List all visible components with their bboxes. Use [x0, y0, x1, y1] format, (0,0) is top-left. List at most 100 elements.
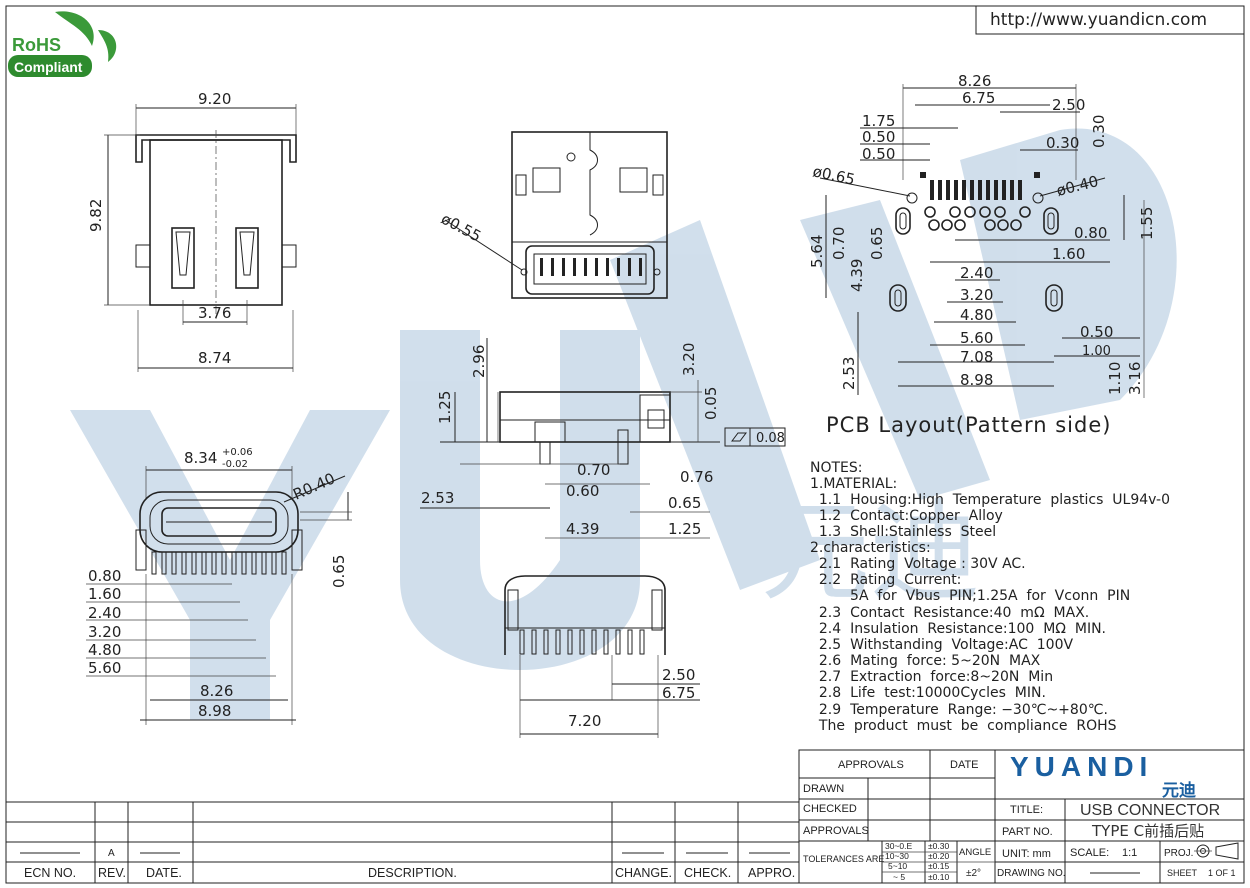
- pcb-dim-898: 8.98: [960, 371, 993, 389]
- note-line: 5A for Vbus PIN;1.25A for Vconn PIN: [810, 588, 1130, 604]
- watermark: 元迪: [70, 128, 1177, 720]
- col-description: DESCRIPTION.: [368, 866, 457, 880]
- dim-834: 8.34: [184, 449, 217, 467]
- tb-angle-value: ±2°: [966, 868, 981, 879]
- note-line: 2.characteristics:: [810, 540, 931, 556]
- bottom-view: 2.50 6.75 7.20: [504, 575, 700, 738]
- note-line: 1.1 Housing:High Temperature plastics UL…: [810, 492, 1170, 508]
- sheet-border: [5, 5, 1245, 884]
- url-text[interactable]: http://www.yuandicn.com: [990, 10, 1207, 30]
- col-rev: REV.: [98, 866, 126, 880]
- company-name-cn: 元迪: [1162, 780, 1196, 801]
- pcb-dim-100: 1.00: [1082, 344, 1111, 359]
- dim-982: 9.82: [87, 199, 105, 232]
- tb-angle: ANGLE: [959, 847, 991, 858]
- tb-part-label: PART NO.: [1002, 826, 1053, 838]
- tb-tol-range: 5~10: [888, 861, 907, 871]
- tb-sheet: SHEET: [1167, 868, 1198, 878]
- col-ecn: ECN NO.: [24, 866, 76, 880]
- company-name: YUANDI: [1010, 751, 1153, 782]
- rohs-title: RoHS: [12, 35, 61, 55]
- dim-side-125b: 1.25: [668, 520, 701, 538]
- pcb-dim-050: 0.50: [1080, 323, 1113, 341]
- top-view-contacts: [540, 258, 642, 276]
- tb-tol-value: ±0.30: [928, 841, 949, 851]
- pcb-dim-320: 3.20: [960, 286, 993, 304]
- tb-tol-value: ±0.20: [928, 851, 949, 861]
- url-box: [975, 5, 1245, 35]
- tb-sheet-value: 1 OF 1: [1208, 868, 1236, 878]
- tb-drawn: DRAWN: [803, 783, 844, 795]
- dim-bottom-675: 6.75: [662, 684, 695, 702]
- tb-unit: UNIT: mm: [1002, 848, 1051, 860]
- dim-side-296: 2.96: [470, 345, 488, 378]
- pitch-080: 0.80: [88, 567, 121, 585]
- pcb-dim-253: 2.53: [840, 357, 858, 390]
- note-line: The product must be compliance ROHS: [810, 718, 1117, 734]
- dim-detail-065: 0.65: [330, 555, 348, 588]
- flatness-value: 0.08: [756, 431, 785, 446]
- pcb-dim-175: 1.75: [862, 112, 895, 130]
- tb-proj: PROJ.: [1164, 848, 1193, 859]
- note-line: NOTES:: [810, 460, 863, 476]
- watermark-cn: 元迪: [760, 488, 980, 616]
- note-line: 2.8 Life test:10000Cycles MIN.: [810, 685, 1046, 701]
- dim-side-070: 0.70: [577, 461, 610, 479]
- front-view: 9.20 9.82 3.76 8.74: [87, 90, 297, 372]
- tb-title-value: USB CONNECTOR: [1080, 802, 1220, 819]
- pcb-dim-675: 6.75: [962, 89, 995, 107]
- dim-920: 9.20: [198, 90, 231, 108]
- pcb-dim-110: 1.10: [1106, 362, 1124, 395]
- tb-tol-value: ±0.10: [928, 872, 949, 882]
- dim-bottom-720: 7.20: [568, 712, 601, 730]
- dim-874: 8.74: [198, 349, 231, 367]
- pcb-dim-030a: 0.30: [1046, 134, 1079, 152]
- col-date: DATE.: [146, 866, 182, 880]
- tb-approvals2: APPROVALS: [803, 825, 869, 837]
- pcb-dim-826: 8.26: [958, 72, 991, 90]
- pcb-hole-065: ø0.65: [811, 162, 856, 188]
- dim-898: 8.98: [198, 702, 231, 720]
- pcb-dim-439: 4.39: [848, 259, 866, 292]
- tb-drawing-no: DRAWING NO.: [997, 868, 1066, 879]
- pcb-dim-050b: 0.50: [862, 145, 895, 163]
- rohs-subtitle: Compliant: [14, 59, 83, 75]
- pcb-dim-080: 0.80: [1074, 224, 1107, 242]
- pcb-dim-065v: 0.65: [868, 227, 886, 260]
- note-line: 2.5 Withstanding Voltage:AC 100V: [810, 637, 1073, 653]
- dim-826: 8.26: [200, 682, 233, 700]
- notes-block: NOTES: 1.MATERIAL: 1.1 Housing:High Temp…: [810, 460, 1170, 734]
- dim-side-060: 0.60: [566, 482, 599, 500]
- pcb-dim-050a: 0.50: [862, 128, 895, 146]
- tb-tol-value: ±0.15: [928, 861, 949, 871]
- note-line: 2.4 Insulation Resistance:100 MΩ MIN.: [810, 621, 1106, 637]
- note-line: 2.7 Extraction force:8~20N Min: [810, 669, 1053, 685]
- note-line: 2.3 Contact Resistance:40 mΩ MAX.: [810, 605, 1089, 621]
- dim-834-plus: +0.06: [222, 447, 253, 458]
- tb-tol-range: ~ 5: [893, 872, 905, 882]
- tb-title-label: TITLE:: [1010, 804, 1043, 816]
- pcb-dim-480: 4.80: [960, 306, 993, 324]
- pcb-dim-160: 1.60: [1052, 245, 1085, 263]
- pcb-thru-holes: [924, 206, 1031, 231]
- dim-side-065: 0.65: [668, 494, 701, 512]
- side-view: 2.96 3.20 1.25 0.05 0.08 2.53 0.70 0.60 …: [420, 338, 786, 539]
- pcb-title: PCB Layout(Pattern side): [826, 413, 1111, 437]
- tb-part-value: TYPE C前插后贴: [1091, 822, 1204, 840]
- dim-side-439: 4.39: [566, 520, 599, 538]
- col-appro: APPRO.: [748, 866, 795, 880]
- pitch-240: 2.40: [88, 604, 121, 622]
- dim-376: 3.76: [198, 304, 231, 322]
- tb-tolerances: TOLERANCES ARE: [803, 854, 884, 864]
- rohs-logo: RoHS Compliant: [8, 11, 117, 77]
- pcb-dim-250: 2.50: [1052, 96, 1085, 114]
- tb-scale-value: 1:1: [1122, 847, 1137, 859]
- note-line: 1.MATERIAL:: [810, 476, 897, 492]
- col-check: CHECK.: [684, 866, 731, 880]
- pitch-320: 3.20: [88, 623, 121, 641]
- bottom-view-pins: [519, 629, 645, 655]
- note-line: 1.3 Shell:Stainless Steel: [810, 524, 996, 540]
- tb-tol-range: 30~0.E: [885, 841, 913, 851]
- dim-side-253: 2.53: [421, 489, 454, 507]
